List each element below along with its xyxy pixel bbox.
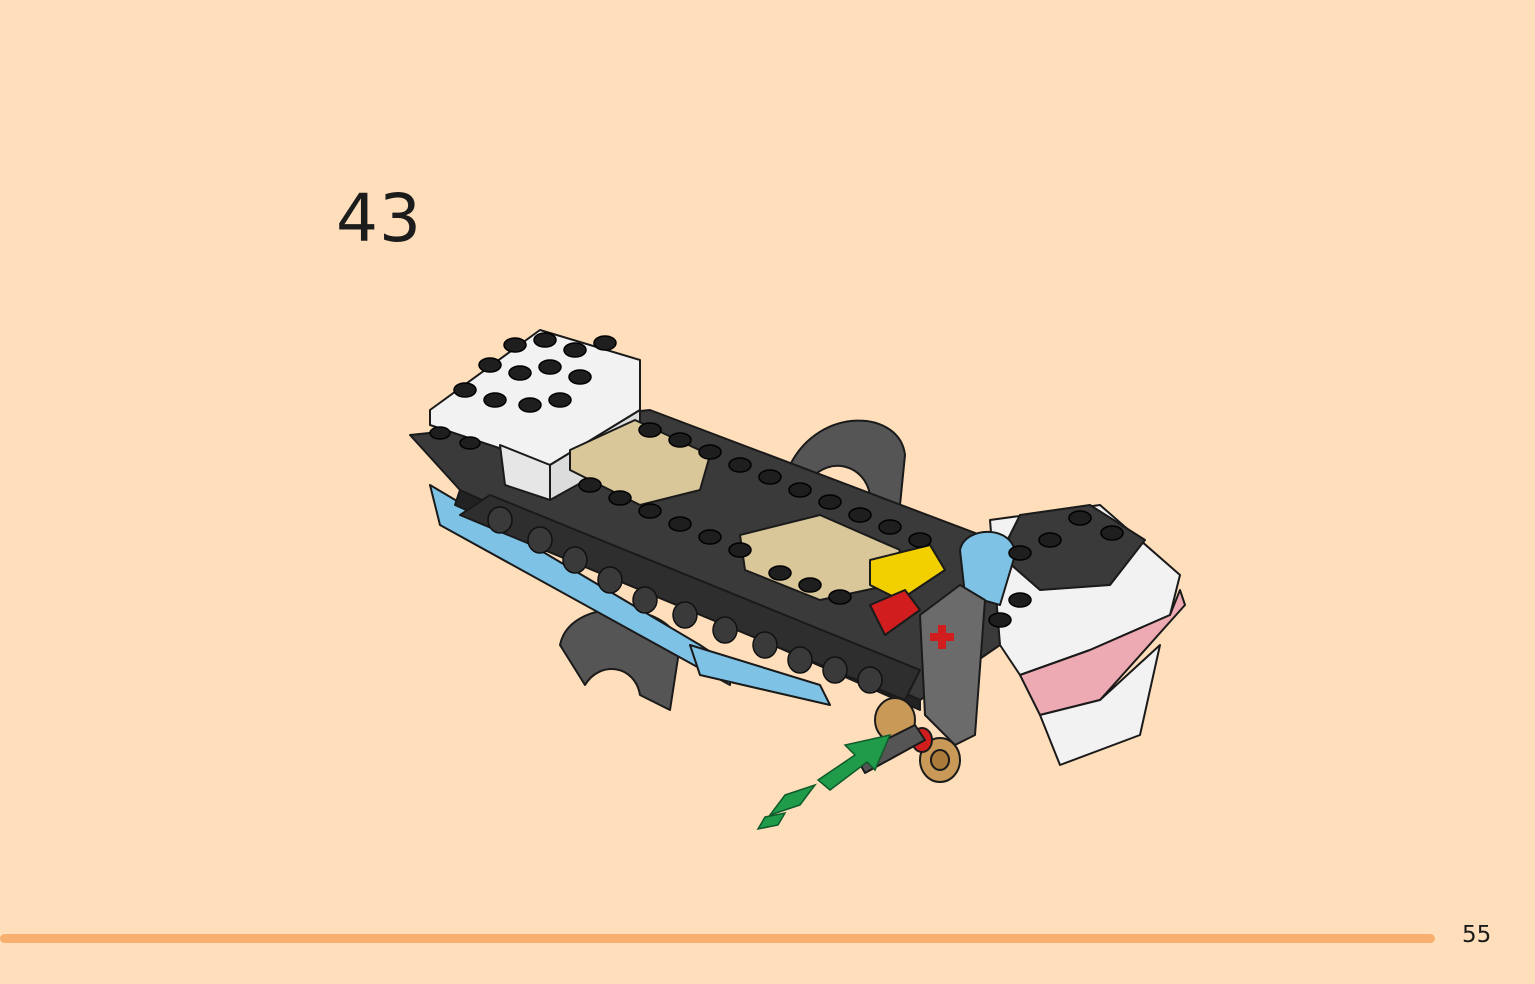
page-number: 55 (1462, 922, 1492, 948)
lego-vehicle-assembly-icon (409, 329, 1186, 831)
step-number: 43 (336, 180, 422, 257)
progress-bar (0, 934, 1435, 943)
green-insert-arrow-icon (756, 733, 892, 831)
